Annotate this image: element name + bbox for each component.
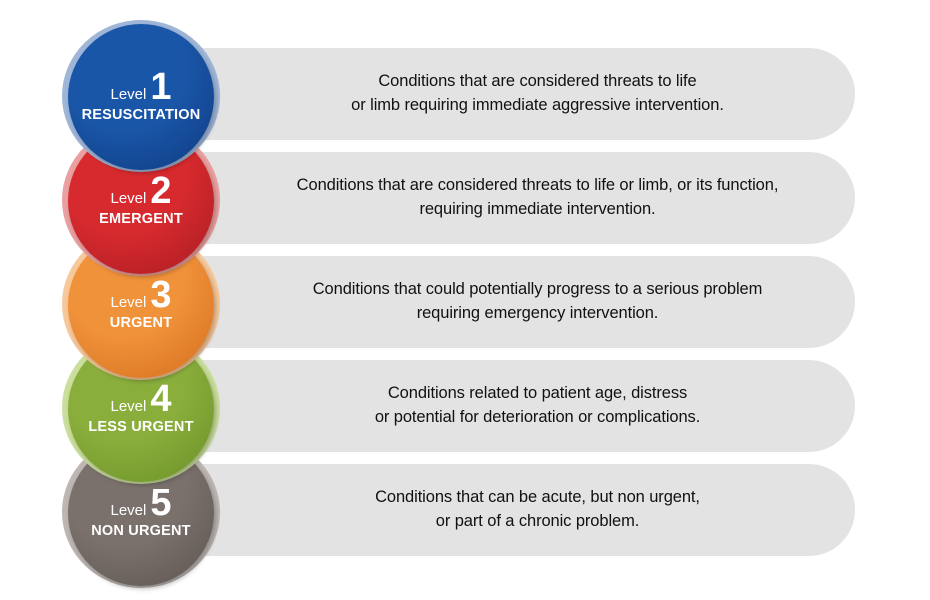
level-description: Conditions that are considered threats t…: [351, 72, 724, 114]
level-number: 3: [150, 273, 172, 316]
level-description-bar: Conditions that can be acute, but non ur…: [180, 464, 855, 556]
level-name: LESS URGENT: [88, 418, 194, 435]
level-number: 2: [150, 169, 172, 212]
level-description: Conditions that are considered threats t…: [296, 176, 779, 218]
level-circle: Level 1 RESUSCITATION: [68, 24, 214, 170]
level-row-2: Conditions that are considered threats t…: [0, 104, 930, 276]
level-name: EMERGENT: [99, 210, 183, 227]
level-number: 5: [150, 481, 172, 524]
level-description-bar: Conditions that are considered threats t…: [180, 152, 855, 244]
level-description-bar: Conditions that could potentially progre…: [180, 256, 855, 348]
level-name: URGENT: [109, 314, 173, 331]
level-word: Level: [110, 501, 147, 519]
level-description: Conditions that could potentially progre…: [312, 280, 763, 322]
level-word: Level: [110, 293, 147, 311]
level-word: Level: [110, 397, 147, 415]
level-description: Conditions related to patient age, distr…: [374, 384, 701, 426]
level-row-1: Conditions that are considered threats t…: [0, 0, 930, 172]
level-number: 4: [150, 377, 172, 420]
level-name: NON URGENT: [91, 522, 191, 539]
level-number: 1: [150, 65, 172, 108]
level-description-bar: Conditions that are considered threats t…: [180, 48, 855, 140]
level-name: RESUSCITATION: [81, 106, 201, 123]
level-description-bar: Conditions related to patient age, distr…: [180, 360, 855, 452]
level-description: Conditions that can be acute, but non ur…: [375, 488, 700, 530]
level-word: Level: [110, 85, 147, 103]
level-word: Level: [110, 189, 147, 207]
